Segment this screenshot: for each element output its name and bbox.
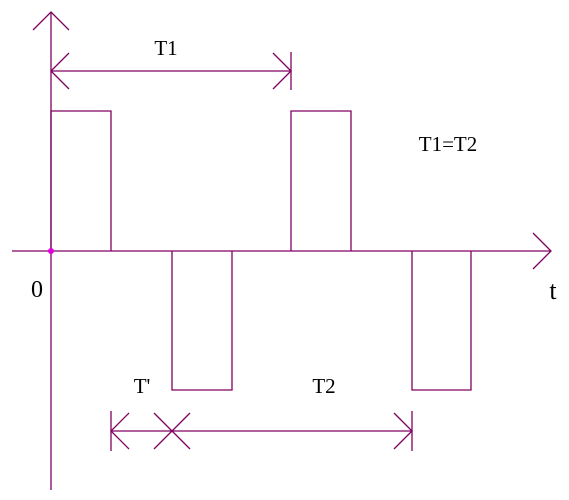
time-axis-label: t xyxy=(549,276,557,305)
t-prime-arrowhead-left xyxy=(110,412,130,450)
t1-arrowhead-right xyxy=(272,52,292,90)
time-axis-arrowhead xyxy=(532,232,552,270)
negative-pulse-1 xyxy=(171,251,233,391)
t2-arrowhead-right xyxy=(393,412,413,450)
t1-arrowhead-left xyxy=(50,52,70,90)
positive-pulse-1 xyxy=(50,110,112,251)
positive-pulse-2 xyxy=(290,110,352,251)
origin-label: 0 xyxy=(31,277,43,303)
t2-label: T2 xyxy=(312,374,335,398)
negative-pulse-2 xyxy=(411,251,472,391)
t-prime-label: T' xyxy=(134,374,151,398)
vertical-axis-arrowhead xyxy=(32,11,70,31)
t1-label: T1 xyxy=(154,36,177,60)
t2-arrowhead-left xyxy=(171,412,191,450)
relation-label: T1=T2 xyxy=(419,132,478,156)
origin-dot xyxy=(48,248,54,254)
